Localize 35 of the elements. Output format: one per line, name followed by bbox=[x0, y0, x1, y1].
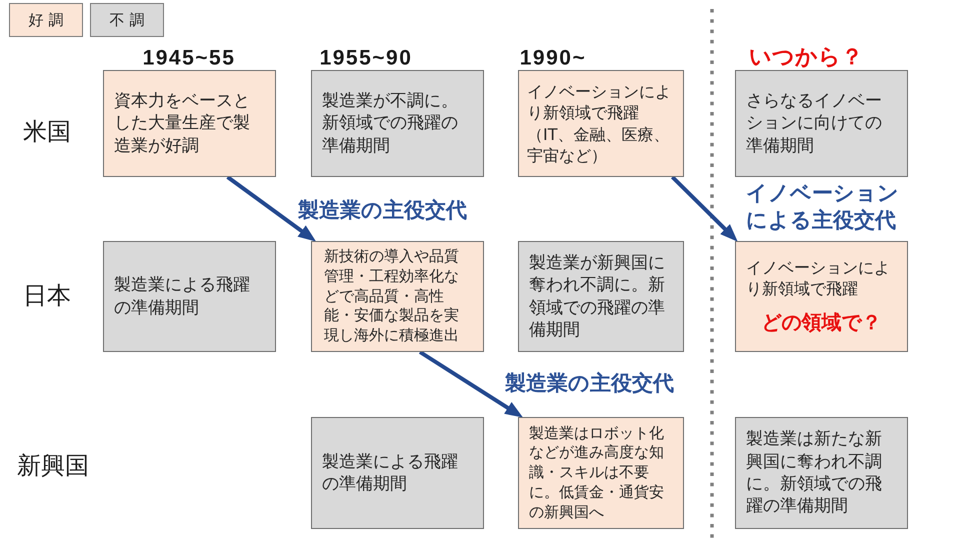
column-header: 1990~ bbox=[520, 45, 586, 71]
description-text: 製造業が新興国に奪われ不調に。新領域での飛躍の準備期間 bbox=[529, 252, 666, 342]
period-box bbox=[735, 417, 908, 529]
question-text: どの領域で？ bbox=[762, 309, 882, 336]
period-box bbox=[311, 241, 484, 352]
row-label: 日本 bbox=[23, 282, 71, 310]
period-box bbox=[103, 241, 276, 352]
period-box bbox=[311, 417, 484, 529]
legend-label: 好 調 bbox=[28, 10, 64, 30]
period-box bbox=[518, 417, 684, 529]
description-text: さらなるイノベーションに向けての準備期間 bbox=[746, 90, 883, 158]
column-header: 1945~55 bbox=[142, 45, 236, 71]
column-header: 1955~90 bbox=[320, 45, 412, 71]
row-label: 米国 bbox=[23, 118, 71, 146]
description-text: 新技術の導入や品質管理・工程効率化などで高品質・高性能・安価な製品を実現し海外に積極進出 bbox=[324, 247, 460, 346]
legend-label: 不 調 bbox=[110, 10, 144, 30]
period-box bbox=[518, 241, 684, 352]
description-text: 製造業は新たな新興国に奪われ不調に。新領域での飛躍の準備期間 bbox=[746, 428, 883, 518]
arrow bbox=[226, 175, 316, 243]
description-text: イノベーションにより新領域で飛躍（IT、金融、医療、宇宙など） bbox=[527, 81, 672, 166]
description-text: 製造業による飛躍の準備期間 bbox=[322, 450, 459, 496]
description-text: イノベーションにより新領域で飛躍 bbox=[746, 257, 891, 300]
period-box bbox=[311, 70, 484, 177]
description-text: 製造業はロボット化などが進み高度な知識・スキルは不要に。低賃金・通貨安の新興国へ bbox=[529, 424, 665, 522]
arrow bbox=[670, 176, 738, 242]
arrow bbox=[418, 350, 524, 419]
description-text: 製造業が不調に。新領域での飛躍の準備期間 bbox=[322, 90, 459, 158]
description-text: 資本力をベースとした大量生産で製造業が好調 bbox=[114, 90, 251, 158]
row-label: 新興国 bbox=[17, 452, 89, 480]
period-box bbox=[735, 241, 908, 352]
period-box bbox=[735, 70, 908, 177]
period-box bbox=[103, 70, 276, 177]
description-text: 製造業による飛躍の準備期間 bbox=[114, 274, 251, 319]
column-header: いつから？ bbox=[749, 44, 863, 72]
period-box bbox=[518, 70, 684, 177]
